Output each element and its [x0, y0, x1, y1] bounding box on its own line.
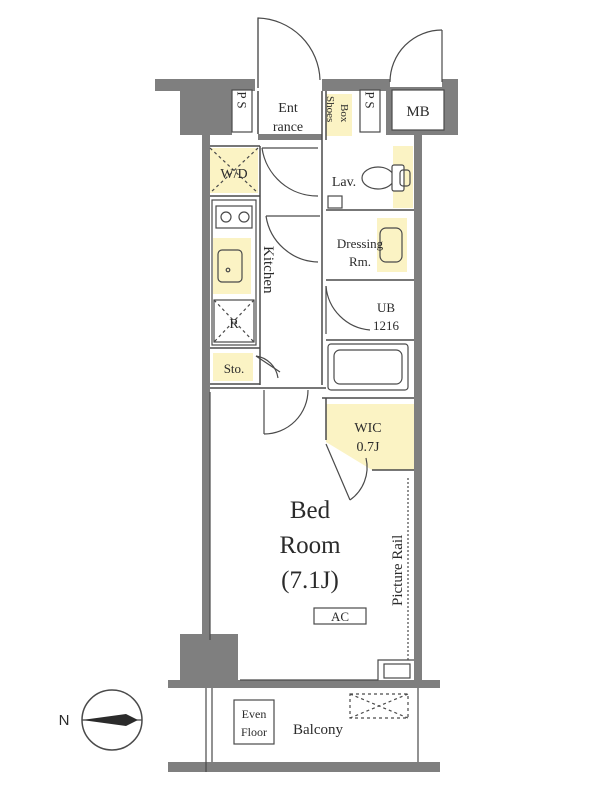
top-wall-middle: [322, 79, 390, 91]
sto-fill: [213, 353, 253, 381]
shaft-openings: [231, 89, 445, 133]
entrance-label-line2: rance: [273, 120, 303, 135]
ac-label: AC: [331, 609, 349, 624]
kitchen-counter: [211, 199, 257, 346]
lav-label: Lav.: [332, 175, 356, 190]
basin-icon: [379, 227, 403, 263]
sink-icon: [217, 249, 243, 283]
dressing-label-line1: Dressing: [337, 236, 384, 251]
bedroom-label-line2: Room: [279, 532, 341, 559]
ps-right-label: P S: [363, 91, 378, 108]
even-floor-label-line1: Even: [242, 707, 267, 721]
fridge-icon: [213, 299, 255, 343]
wic-label-line2: 0.7J: [357, 440, 381, 455]
partitions: [210, 91, 414, 471]
ps-right-box: [359, 89, 381, 133]
balcony-floor-wall: [168, 680, 440, 688]
wic-fill: [326, 404, 414, 470]
room-outlines: [205, 392, 419, 772]
ps-shaft-left: [180, 87, 232, 135]
even-floor-box: [233, 699, 275, 745]
balcony-outdoor-unit: [349, 693, 409, 719]
door-swing-bedroom: [263, 389, 309, 435]
shoes-box-label-line1: Shoes: [324, 96, 336, 122]
highlight-areas: [210, 94, 414, 470]
balcony-label: Balcony: [293, 722, 343, 738]
mb-label: MB: [406, 104, 429, 120]
entrance-bottom-wall: [258, 134, 322, 140]
door-swings: [211, 17, 443, 762]
door-swing-sto: [255, 355, 281, 379]
dressing-label-line2: Rm.: [349, 254, 371, 269]
shoes-box-fill: [326, 94, 352, 136]
kitchen-sink-fill: [213, 238, 251, 294]
north-label: N: [59, 712, 70, 729]
bedroom-label-line1: Bed: [290, 497, 331, 524]
even-floor-label-line2: Floor: [241, 725, 267, 739]
compass-rose-icon: [81, 689, 143, 751]
mb-box: [391, 89, 445, 131]
sto-label: Sto.: [224, 361, 245, 376]
stove-burner-icon: [215, 205, 253, 229]
wd-label: W/D: [220, 167, 247, 182]
lav-floor-drain: [327, 195, 343, 209]
picture-rail-label: Picture Rail: [390, 535, 406, 606]
shoes-box-label-line2: Box: [338, 104, 350, 123]
balcony-bottom-wall: [168, 762, 440, 772]
room-labels: P S Ent rance Shoes Box P S MB W/D Lav. …: [220, 91, 429, 739]
bathtub-icon: [327, 343, 409, 391]
column-bottom-left: [180, 634, 238, 686]
ac-box: [313, 607, 367, 625]
wic-label-line1: WIC: [354, 421, 381, 436]
kitchen-fixtures: [209, 147, 259, 346]
washer-icon: [209, 147, 259, 194]
r-label: R: [229, 317, 239, 332]
door-swing-lav: [261, 147, 319, 197]
ub-label-line1: UB: [377, 300, 395, 315]
toilet-icon: [361, 164, 411, 192]
door-swing-mb: [389, 29, 443, 83]
small-box-corner: [383, 663, 411, 679]
ps-left-box: [231, 89, 253, 133]
kitchen-label: Kitchen: [260, 246, 276, 294]
right-wall: [414, 135, 422, 683]
bedroom-label-line3: (7.1J): [281, 567, 339, 594]
door-swing-icon: [257, 17, 321, 88]
door-swing-ub: [325, 285, 371, 334]
ub-label-line2: 1216: [373, 318, 400, 333]
ps-left-label: P S: [235, 91, 250, 108]
door-swing-kitchen: [265, 215, 320, 263]
door-swing-wic: [325, 443, 368, 501]
left-wall: [202, 130, 210, 640]
entrance-label-line1: Ent: [278, 101, 298, 116]
